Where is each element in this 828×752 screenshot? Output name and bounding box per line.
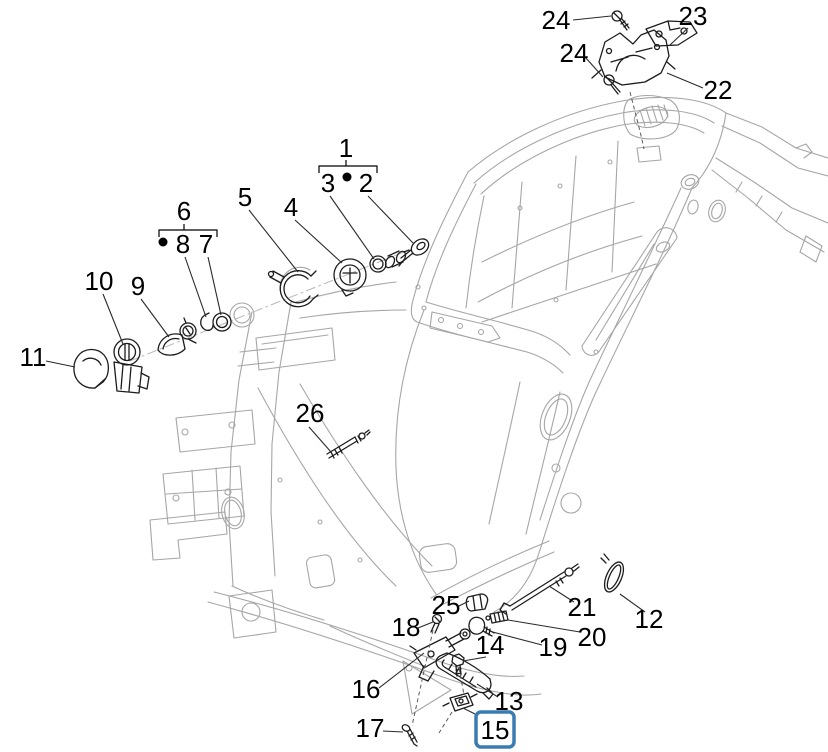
leader-line-14	[462, 656, 487, 662]
part-callout-6[interactable]: 6	[177, 196, 191, 226]
leader-line-7	[207, 256, 222, 316]
part-drawing-seat-lock-mechanism	[409, 628, 471, 682]
part-callout-24a[interactable]: 24	[542, 5, 571, 35]
part-drawing-screw-bottom	[401, 724, 418, 747]
part-callout-19[interactable]: 19	[539, 632, 568, 662]
leader-line-4	[294, 219, 343, 264]
part-callout-18[interactable]: 18	[392, 612, 421, 642]
leader-line-9	[140, 298, 170, 338]
part-callout-4[interactable]: 4	[284, 192, 298, 222]
part-callout-11[interactable]: 11	[20, 342, 47, 372]
part-drawing-cover-wedge	[157, 333, 186, 356]
part-callout-10[interactable]: 10	[85, 266, 114, 296]
leader-line-17	[382, 730, 404, 733]
group1-bracket	[318, 160, 378, 173]
part-drawing-striker-plate	[645, 20, 698, 47]
part-callout-2[interactable]: 2	[359, 168, 373, 198]
leader-line-10	[102, 293, 124, 345]
part-drawing-cable-rod	[499, 563, 580, 615]
leader-line-12	[619, 593, 646, 613]
leader-line-11	[45, 360, 76, 368]
part-drawing-lock-assembly	[113, 338, 150, 394]
leader-line-23	[669, 27, 689, 46]
part-drawing-screw-top	[611, 10, 630, 31]
leader-line-24a	[572, 15, 612, 21]
part-drawing-screw-lower	[603, 74, 621, 95]
leader-line-24b	[584, 56, 604, 78]
group6-dot	[158, 237, 168, 247]
leader-line-15	[462, 707, 478, 716]
part-callout-24b[interactable]: 24	[560, 38, 589, 68]
part-drawing-clip	[465, 593, 489, 612]
frame-rivets	[415, 159, 613, 355]
part-drawing-latch-bracket	[591, 29, 676, 86]
frame-side-panel	[418, 381, 582, 609]
part-callout-22[interactable]: 22	[704, 75, 733, 105]
part-callout-17[interactable]: 17	[356, 713, 385, 743]
part-drawing-nut	[442, 692, 478, 712]
part-callout-12[interactable]: 12	[635, 604, 664, 634]
part-drawing-key	[398, 238, 430, 267]
scooter-frame-drawing	[129, 94, 828, 715]
leader-line-25	[458, 600, 470, 607]
part-callout-16[interactable]: 16	[352, 674, 381, 704]
selected-part-highlight-box	[474, 710, 516, 749]
part-drawing-lock-cylinder	[384, 249, 410, 269]
part-callout-14[interactable]: 14	[476, 630, 505, 660]
frame-hinge-bracket	[429, 311, 501, 343]
frame-rear-shell	[410, 96, 727, 613]
part-drawing-bolt-small	[430, 613, 443, 634]
part-drawing-ring	[212, 312, 232, 332]
leader-line-21	[548, 585, 575, 603]
leader-line-3	[329, 195, 375, 260]
part-callout-15[interactable]: 15	[481, 715, 510, 745]
frame-top-vent	[623, 94, 680, 163]
assembly-dashed-lines	[411, 91, 645, 734]
leader-line-22	[666, 72, 704, 89]
assembly-axis-line	[129, 251, 405, 362]
part-callout-7[interactable]: 7	[199, 229, 213, 259]
part-drawing-cap	[73, 348, 110, 389]
part-callout-23[interactable]: 23	[679, 1, 708, 31]
group1-dot	[342, 172, 352, 182]
part-drawing-seal-ring	[600, 553, 625, 593]
part-callout-1[interactable]: 1	[339, 133, 353, 163]
part-callout-8[interactable]: 8	[176, 229, 190, 259]
part-drawing-knob	[468, 616, 495, 637]
part-drawing-switch-cylinder	[179, 317, 197, 344]
part-callout-25[interactable]: 25	[432, 590, 461, 620]
leader-line-19	[488, 630, 543, 646]
group6-bracket	[158, 224, 218, 237]
leader-line-20	[507, 619, 581, 633]
leader-line-5	[248, 209, 299, 273]
part-callout-26[interactable]: 26	[296, 398, 325, 428]
leader-line-2	[367, 195, 414, 244]
leader-line-13	[476, 683, 499, 698]
leader-line-26	[308, 426, 332, 453]
part-callout-5[interactable]: 5	[238, 182, 252, 212]
frame-floor-tunnel	[207, 309, 542, 715]
part-drawing-rod	[326, 429, 371, 459]
part-drawing-washer	[369, 255, 387, 273]
part-callout-21[interactable]: 21	[568, 592, 597, 622]
frame-grommets	[655, 174, 726, 253]
part-callout-3[interactable]: 3	[321, 168, 335, 198]
part-callout-9[interactable]: 9	[131, 271, 145, 301]
frame-rack-arms	[711, 112, 828, 263]
leader-line-8	[184, 256, 207, 318]
part-drawing-lock-body	[333, 258, 367, 297]
leader-line-16	[378, 652, 425, 689]
part-callout-20[interactable]: 20	[578, 622, 607, 652]
part-drawing-hook-clip	[200, 312, 214, 332]
leader-line-18	[417, 621, 434, 629]
part-drawing-clamp-ring	[267, 270, 319, 308]
